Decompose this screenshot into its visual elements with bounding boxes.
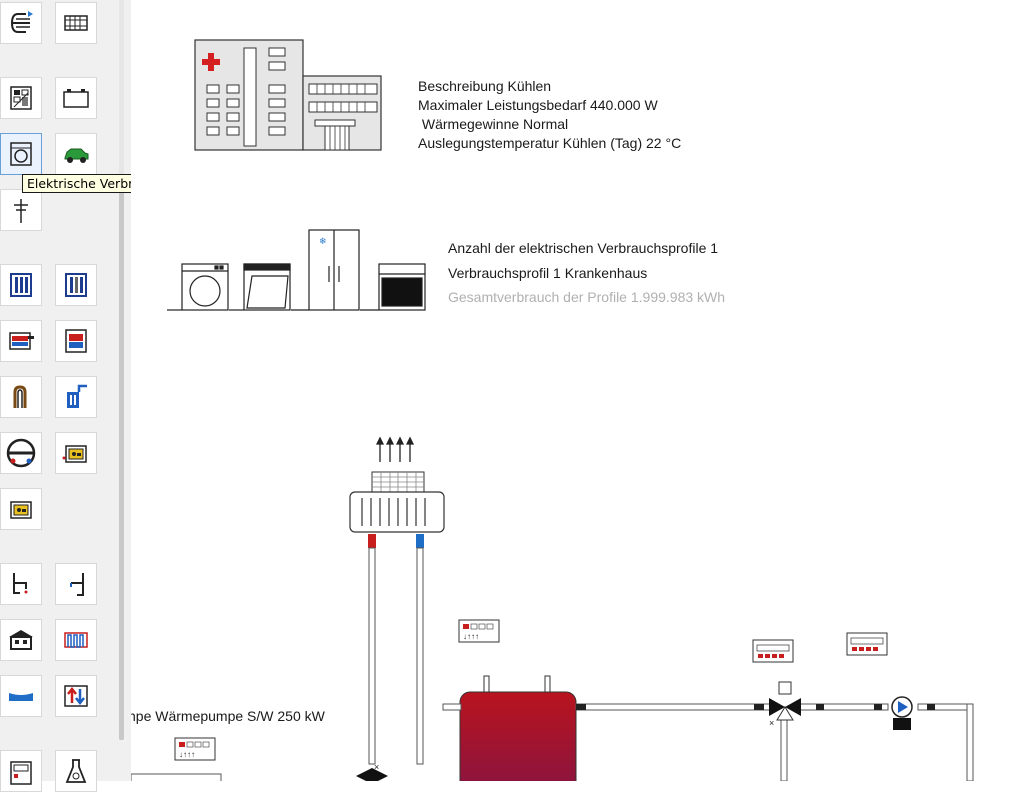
toolbar-item-exchanger-arrows[interactable] (55, 675, 97, 717)
storage-icon (10, 273, 32, 297)
controller-display-icon[interactable]: ↓↑↑↑ (458, 619, 500, 643)
toolbar-item-storage-tank-2[interactable] (55, 264, 97, 306)
controller-icon (62, 445, 87, 463)
battery-icon (63, 89, 89, 108)
electric-consumers-icon[interactable]: ❄ (167, 226, 427, 316)
svg-text:×: × (374, 762, 379, 772)
toolbar-item-boiler[interactable] (0, 320, 42, 362)
exchange-arrows-icon (64, 685, 88, 707)
toolbar-item-solar-collector[interactable] (0, 432, 42, 474)
component-toolbar: Elektrische Verbraucher (0, 0, 182, 792)
svg-text:↓↑↑↑: ↓↑↑↑ (463, 632, 479, 641)
ground-probe-icon (13, 385, 27, 408)
toolbar-item-heat-generator[interactable] (55, 320, 97, 362)
toolbar-item-controller-2[interactable] (0, 488, 42, 530)
svg-text:❄: ❄ (319, 236, 327, 246)
electric-profile-1: Verbrauchsprofil 1 Krankenhaus (448, 265, 648, 281)
car-icon (64, 148, 89, 163)
storage-icon (65, 273, 87, 297)
cooling-heat-gains: Wärmegewinne Normal (418, 116, 569, 132)
controller-icon (10, 501, 32, 519)
hydraulic-schematic: ↓↑↑↑ (131, 436, 974, 781)
toolbar-item-grid-connection[interactable] (0, 2, 42, 44)
toolbar-item-pool[interactable] (0, 675, 42, 717)
toolbar-item-building[interactable] (0, 619, 42, 661)
hospital-building-icon[interactable] (193, 36, 383, 154)
cooling-max-power: Maximaler Leistungsbedarf 440.000 W (418, 97, 658, 113)
pump-controller-display-icon[interactable] (846, 632, 888, 656)
heatpump-valve-icon[interactable]: × (356, 762, 388, 781)
toolbar-item-storage-tank[interactable] (0, 264, 42, 306)
toolbar-item-meter[interactable] (0, 750, 42, 792)
building-icon (9, 630, 33, 650)
toolbar-item-ground-probe[interactable] (0, 376, 42, 418)
toolbar-item-heat-exchanger[interactable] (55, 376, 97, 418)
toolbar-item-flask[interactable] (55, 750, 97, 792)
pool-icon (9, 693, 33, 701)
toolbar-item-distribution-board[interactable] (55, 2, 97, 44)
cooling-description: Beschreibung Kühlen (418, 78, 552, 94)
power-pole-icon (14, 199, 28, 223)
schematic-canvas[interactable]: Beschreibung Kühlen Maximaler Leistungsb… (131, 0, 1024, 781)
svg-text:↓↑↑↑: ↓↑↑↑ (179, 750, 195, 759)
recooler-icon[interactable] (349, 471, 445, 548)
electric-total-consumption: Gesamtverbrauch der Profile 1.999.983 kW… (448, 289, 726, 305)
toolbar-item-controller[interactable] (55, 432, 97, 474)
circulation-pump-icon[interactable] (891, 696, 913, 730)
buffer-storage-tank-icon[interactable] (459, 675, 577, 781)
washing-machine-icon (10, 142, 32, 166)
toolbar-item-tap-cold[interactable] (55, 563, 97, 605)
mixing-valve-icon[interactable]: × (769, 681, 801, 728)
toolbar-item-battery[interactable] (55, 77, 97, 119)
meter-icon (10, 761, 32, 785)
pv-module-icon (10, 86, 32, 110)
boiler-icon (9, 332, 34, 350)
exhaust-arrows-icon (375, 436, 415, 462)
toolbar-item-power-pole[interactable] (0, 189, 42, 231)
toolbar-scrollbar-thumb[interactable] (119, 180, 124, 740)
tap-icon (13, 573, 28, 594)
toolbar-item-tap-hot[interactable] (0, 563, 42, 605)
electric-profile-count: Anzahl der elektrischen Verbrauchsprofil… (448, 240, 719, 256)
flask-icon (65, 759, 87, 783)
radiator-icon (64, 632, 88, 648)
tap-icon (70, 573, 84, 596)
cooling-design-temperature: Auslegungstemperatur Kühlen (Tag) 22 °C (418, 135, 682, 151)
toolbar-item-electric-consumers[interactable] (0, 133, 42, 175)
power-grid-icon (10, 11, 33, 33)
distribution-board-icon (64, 15, 88, 31)
heat-generator-icon (65, 329, 87, 353)
toolbar-item-pv-module[interactable] (0, 77, 42, 119)
valve-controller-display-icon[interactable] (752, 639, 794, 663)
solar-gauge-icon (6, 438, 36, 468)
heat-exchanger-icon (67, 384, 87, 408)
svg-text:×: × (769, 718, 774, 728)
heatpump-label: npe Wärmepumpe S/W 250 kW (131, 708, 325, 724)
heatpump-controller-display-icon[interactable]: ↓↑↑↑ (174, 737, 216, 761)
toolbar-item-radiator[interactable] (55, 619, 97, 661)
toolbar-item-electric-vehicle[interactable] (55, 133, 97, 175)
